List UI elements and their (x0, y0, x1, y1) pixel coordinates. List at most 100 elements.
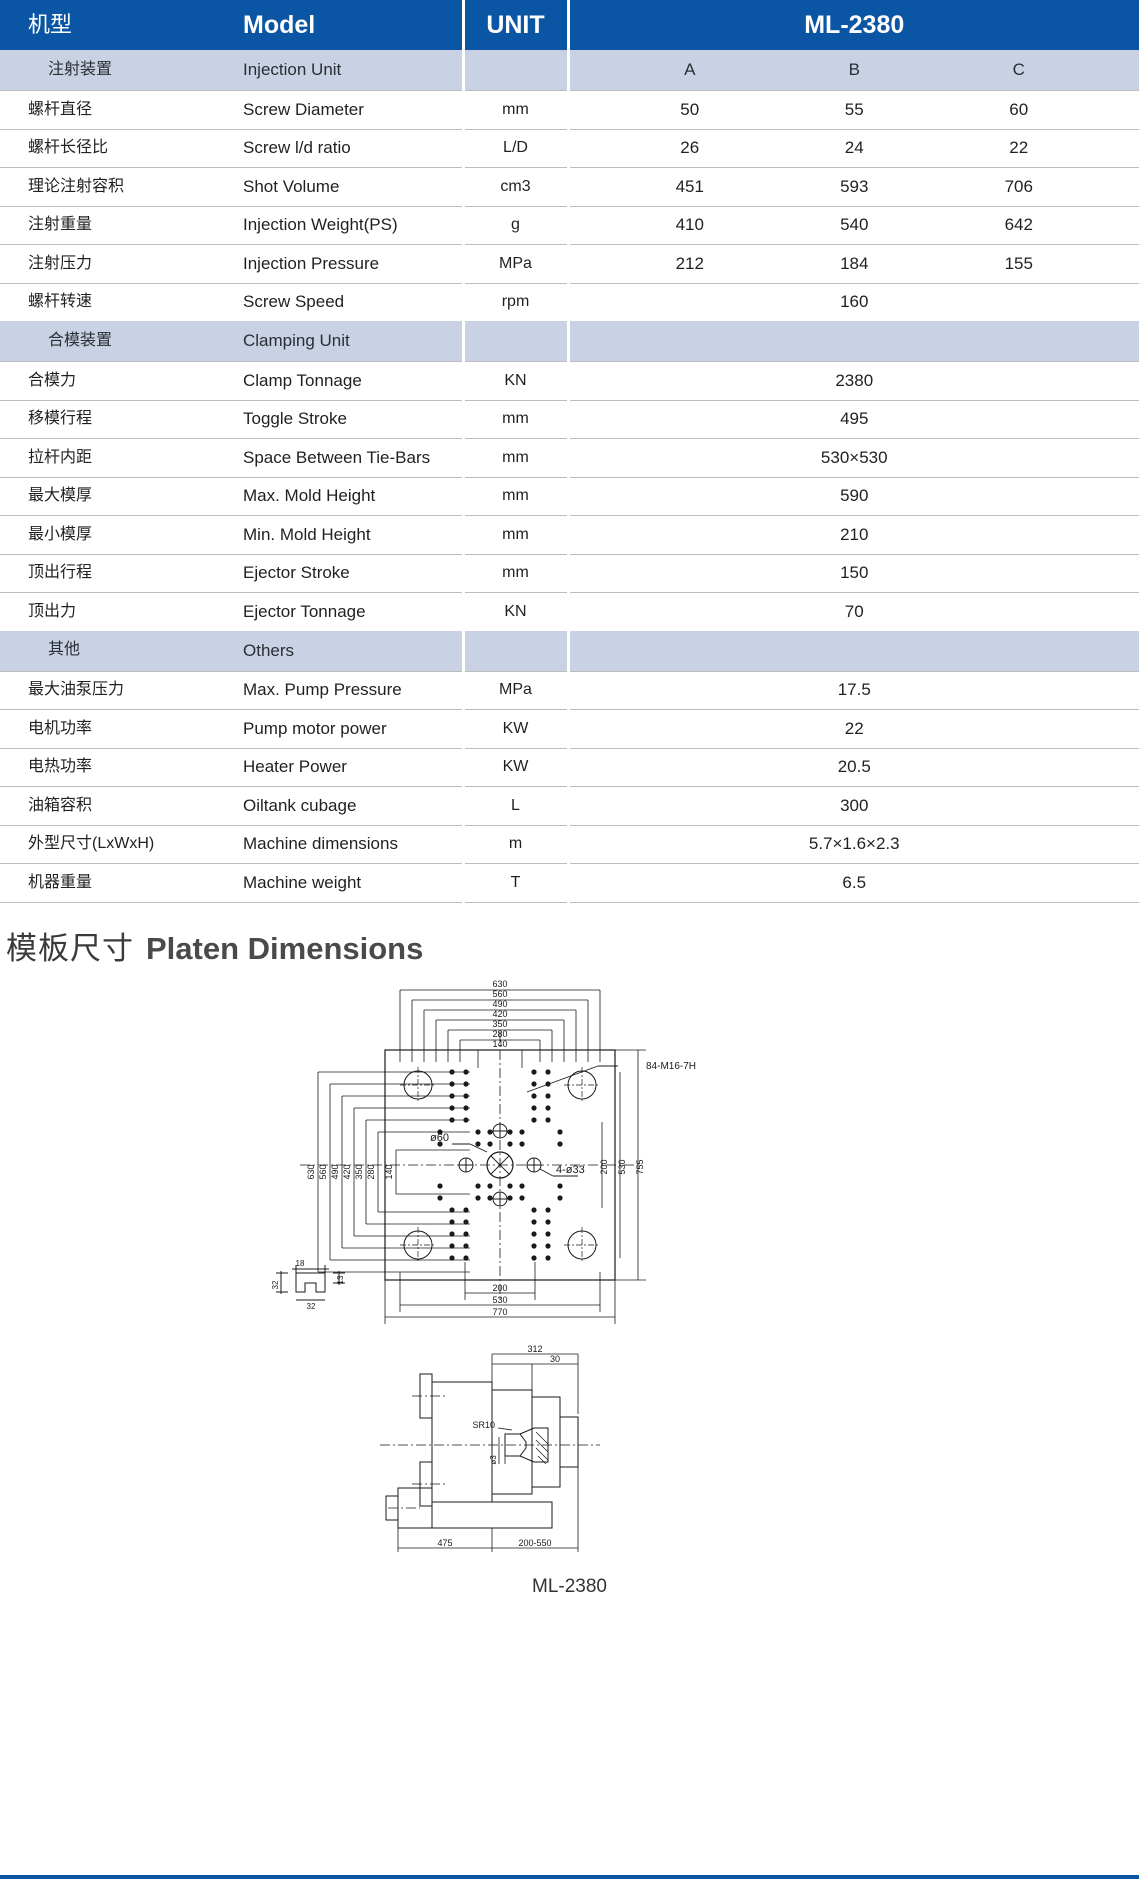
section-title-en: Others (218, 630, 463, 671)
header-model-en: Model (218, 0, 463, 50)
row-unit: m (461, 824, 570, 864)
value-b: 540 (840, 215, 869, 235)
row-label-en: Ejector Tonnage (218, 592, 463, 631)
column-label-c: C (1012, 60, 1025, 80)
specification-table: 机型 Model UNIT ML-2380 注射装置 Injection Uni… (0, 0, 1139, 905)
row-unit: KN (461, 361, 570, 400)
row-unit: mm (461, 515, 570, 554)
table-bottom-rule (0, 901, 1139, 905)
dim-left-630: 630 (306, 1164, 316, 1179)
dim-left-420: 420 (342, 1164, 352, 1179)
row-unit: mm (461, 438, 570, 477)
row-value: 17.5 (568, 670, 1139, 710)
row-label-cn: 电机功率 (0, 709, 218, 748)
row-label-cn: 注射重量 (0, 205, 218, 245)
dim-right-530: 530 (617, 1159, 627, 1174)
row-label-en: Max. Pump Pressure (218, 670, 463, 710)
table-row: 螺杆转速 Screw Speed rpm 160 (0, 282, 1139, 321)
dim-top-420: 420 (492, 1009, 507, 1019)
table-row: 顶出力 Ejector Tonnage KN 70 (0, 592, 1139, 631)
platen-front-view-drawing: 630 560 490 420 350 280 140 630 560 490 … (271, 979, 696, 1324)
table-row: 拉杆内距 Space Between Tie-Bars mm 530×530 (0, 438, 1139, 477)
row-unit: MPa (461, 670, 570, 710)
row-value: 160 (568, 282, 1139, 321)
dim-side-30: 30 (550, 1354, 560, 1364)
row-label-cn: 注射压力 (0, 244, 218, 283)
row-unit: mm (461, 399, 570, 439)
table-row: 合模力 Clamp Tonnage KN 2380 (0, 361, 1139, 400)
drawing-caption: ML-2380 (532, 1575, 607, 1597)
row-label-cn: 最大油泵压力 (0, 670, 218, 710)
row-label-cn: 螺杆长径比 (0, 128, 218, 168)
row-label-cn: 电热功率 (0, 747, 218, 787)
dim-right-755: 755 (635, 1159, 645, 1174)
row-label-en: Screw Speed (218, 282, 463, 321)
dim-bottom-200: 200 (492, 1283, 507, 1293)
row-unit: mm (461, 553, 570, 593)
dim-side-312: 312 (527, 1344, 542, 1354)
row-label-en: Injection Pressure (218, 244, 463, 283)
table-row: 移模行程 Toggle Stroke mm 495 (0, 399, 1139, 439)
row-label-cn: 顶出力 (0, 592, 218, 631)
row-label-en: Max. Mold Height (218, 476, 463, 516)
dim-side-200-550: 200-550 (518, 1538, 551, 1548)
table-row: 最大模厚 Max. Mold Height mm 590 (0, 476, 1139, 516)
row-values: 451 593 706 (568, 167, 1139, 206)
row-label-en: Space Between Tie-Bars (218, 438, 463, 477)
row-values: 410 540 642 (568, 205, 1139, 245)
row-label-cn: 拉杆内距 (0, 438, 218, 477)
table-row: 注射重量 Injection Weight(PS) g 410 540 642 (0, 205, 1139, 245)
row-value: 6.5 (568, 863, 1139, 902)
row-label-en: Oiltank cubage (218, 786, 463, 825)
table-row: 螺杆直径 Screw Diameter mm 50 55 60 (0, 90, 1139, 129)
row-label-en: Machine weight (218, 863, 463, 902)
platen-dimensions-heading: 模板尺寸 Platen Dimensions (0, 905, 1139, 972)
section-title-cn: 其他 (0, 630, 218, 671)
row-label-en: Toggle Stroke (218, 399, 463, 439)
row-label-en: Heater Power (218, 747, 463, 787)
value-c: 22 (1009, 138, 1029, 158)
header-model-number: ML-2380 (568, 0, 1139, 50)
row-label-cn: 移模行程 (0, 399, 218, 439)
dim-tslot-13: 13 (336, 1275, 345, 1284)
row-unit: mm (461, 476, 570, 516)
section-value-empty (568, 630, 1139, 671)
row-label-cn: 螺杆直径 (0, 90, 218, 129)
row-unit: L (461, 786, 570, 825)
row-label-en: Pump motor power (218, 709, 463, 748)
table-row: 油箱容积 Oiltank cubage L 300 (0, 786, 1139, 825)
dim-left-490: 490 (330, 1164, 340, 1179)
section-unit-empty (461, 630, 570, 671)
value-a: 410 (675, 215, 704, 235)
section-header-injection-unit: 注射装置 Injection Unit A B C (0, 50, 1139, 91)
row-label-en: Ejector Stroke (218, 553, 463, 593)
row-unit: KW (461, 747, 570, 787)
row-value: 210 (568, 515, 1139, 554)
platen-title-cn: 模板尺寸 (6, 930, 134, 966)
column-label-a: A (684, 60, 696, 80)
row-value: 590 (568, 476, 1139, 516)
section-unit-empty (461, 50, 570, 91)
bolt-hole-pattern (437, 1068, 563, 1261)
row-value: 150 (568, 553, 1139, 593)
row-unit: T (461, 863, 570, 902)
row-label-en: Clamp Tonnage (218, 361, 463, 400)
row-label-cn: 螺杆转速 (0, 282, 218, 321)
row-value: 530×530 (568, 438, 1139, 477)
row-label-en: Injection Weight(PS) (218, 205, 463, 245)
row-label-cn: 最小模厚 (0, 515, 218, 554)
callout-dia-3: ø3 (489, 1454, 498, 1464)
table-row: 理论注射容积 Shot Volume cm3 451 593 706 (0, 167, 1139, 206)
table-row: 电热功率 Heater Power KW 20.5 (0, 747, 1139, 787)
row-unit: KW (461, 709, 570, 748)
table-row: 电机功率 Pump motor power KW 22 (0, 709, 1139, 748)
value-a: 26 (680, 138, 700, 158)
row-label-cn: 合模力 (0, 361, 218, 400)
table-header-row: 机型 Model UNIT ML-2380 (0, 0, 1139, 50)
callout-4-dia-33: 4-ø33 (556, 1164, 585, 1176)
section-header-others: 其他 Others (0, 630, 1139, 671)
row-value: 20.5 (568, 747, 1139, 787)
dim-right-200: 200 (599, 1159, 609, 1174)
row-value: 300 (568, 786, 1139, 825)
dim-top-490: 490 (492, 999, 507, 1009)
